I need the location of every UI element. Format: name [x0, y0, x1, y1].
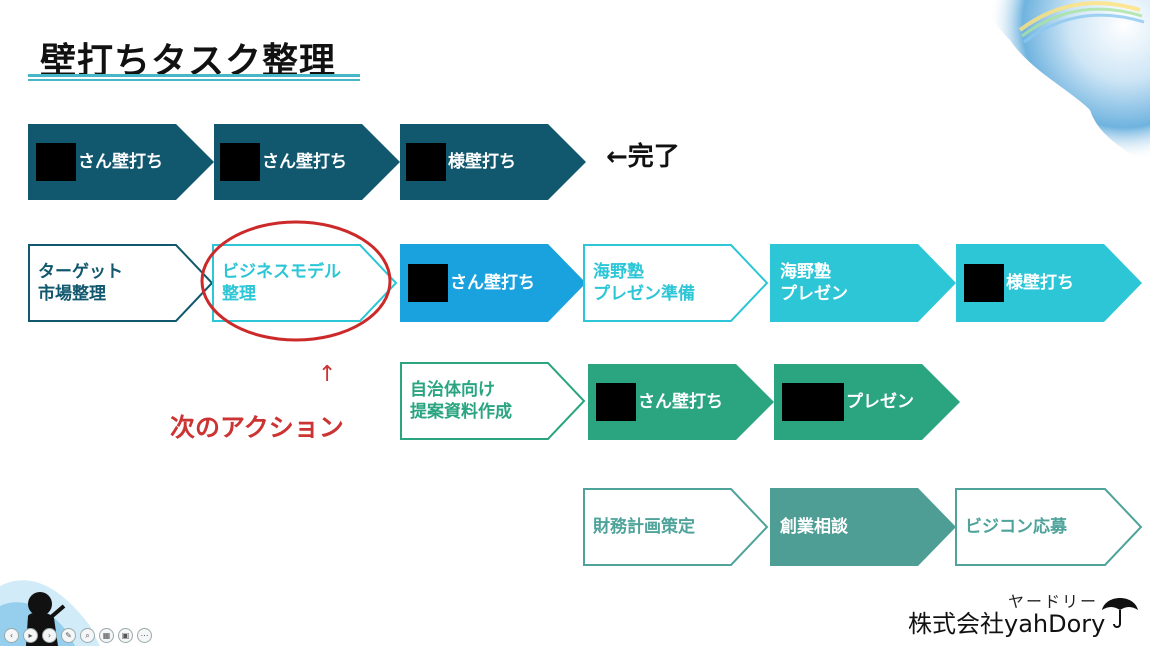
- camera-icon[interactable]: ▣: [118, 628, 133, 643]
- more-icon[interactable]: ⋯: [137, 628, 152, 643]
- task-arrow[interactable]: 財務計画策定: [583, 488, 769, 566]
- play-icon[interactable]: ▸: [23, 628, 38, 643]
- task-arrow[interactable]: さん壁打ち: [400, 244, 586, 322]
- redacted-name: [36, 143, 76, 181]
- task-arrow[interactable]: ビジコン応募: [955, 488, 1143, 566]
- task-arrow[interactable]: 海野塾 プレゼン: [770, 244, 956, 322]
- task-arrow[interactable]: プレゼン: [774, 364, 960, 440]
- up-arrow: ↑: [318, 362, 337, 387]
- prev-icon[interactable]: ‹: [4, 628, 19, 643]
- task-arrow[interactable]: ビジネスモデル 整理: [212, 244, 398, 322]
- task-arrow[interactable]: 様壁打ち: [956, 244, 1142, 322]
- logo-kana: ヤードリー: [1008, 592, 1099, 611]
- grid-icon[interactable]: ▦: [99, 628, 114, 643]
- task-arrow[interactable]: 創業相談: [770, 488, 956, 566]
- task-arrow[interactable]: ターゲット 市場整理: [28, 244, 214, 322]
- task-arrow[interactable]: さん壁打ち: [588, 364, 774, 440]
- task-arrow[interactable]: 様壁打ち: [400, 124, 586, 200]
- company-logo: 株式会社yahDory: [908, 610, 1106, 638]
- task-arrow[interactable]: さん壁打ち: [214, 124, 400, 200]
- sky-decoration: [980, 0, 1150, 170]
- done-label: ←完了: [606, 142, 680, 172]
- task-arrow[interactable]: さん壁打ち: [28, 124, 214, 200]
- highlight-circle: [198, 218, 394, 344]
- umbrella-icon: [1098, 586, 1142, 630]
- redacted-name: [964, 264, 1004, 302]
- next-icon[interactable]: ›: [42, 628, 57, 643]
- title-underline-thin: [28, 79, 360, 81]
- pen-icon[interactable]: ✎: [61, 628, 76, 643]
- redacted-name: [220, 143, 260, 181]
- title-underline: [28, 74, 360, 77]
- next-action-label: 次のアクション: [170, 413, 344, 442]
- task-arrow[interactable]: 自治体向け 提案資料作成: [400, 362, 586, 440]
- redacted-name: [408, 264, 448, 302]
- redacted-name: [782, 383, 844, 421]
- presentation-toolbar: ‹ ▸ › ✎ ⌕ ▦ ▣ ⋯: [4, 628, 152, 644]
- redacted-name: [406, 143, 446, 181]
- zoom-icon[interactable]: ⌕: [80, 628, 95, 643]
- task-arrow[interactable]: 海野塾 プレゼン準備: [583, 244, 769, 322]
- redacted-name: [596, 383, 636, 421]
